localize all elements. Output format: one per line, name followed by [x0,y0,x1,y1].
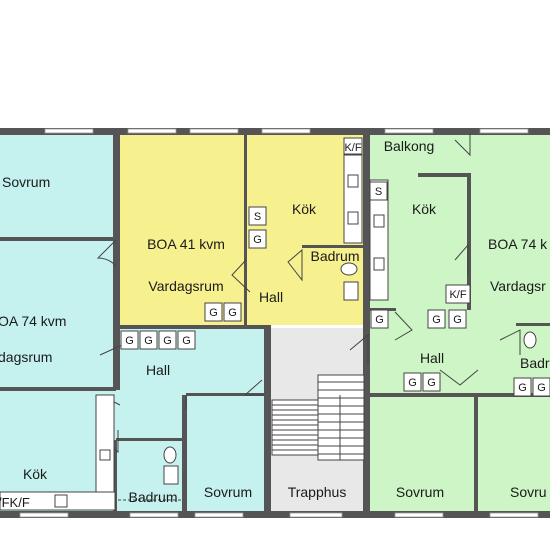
storage-g: G [513,377,532,397]
svg-text:G: G [518,382,527,394]
svg-text:G: G [432,314,441,326]
storage-g: G [120,330,139,350]
svg-text:G: G [408,377,417,389]
svg-text:G: G [125,335,134,347]
apartment-right [366,133,550,513]
label-vardagsrum-right: Vardagsr [490,278,546,294]
label-sovrum-right-1: Sovrum [396,484,444,500]
storage-g: G [177,330,196,350]
room-fill-sovrum-top-left [0,133,116,240]
storage-g: G [403,372,422,392]
room-fill-vardagsrum-right [460,133,550,323]
storage-g: G [422,372,441,392]
svg-text:G: G [537,382,546,394]
storage-g: G [139,330,158,350]
room-fill-sovrum-right-1 [370,395,476,513]
apartment-middle [120,133,366,325]
room-fill-sovrum-right-2 [476,395,550,513]
svg-text:G: G [163,335,172,347]
svg-text:S: S [254,211,261,223]
storage-g: G [223,302,242,322]
label-hall-right: Hall [420,350,444,366]
svg-text:S: S [375,186,382,198]
room-fill-sovrum-left-bottom [186,395,268,513]
label-boa-right: BOA 74 k [488,236,548,252]
label-balkong: Balkong [384,138,435,154]
label-kok-right: Kök [412,201,437,217]
label-hall-left: Hall [146,362,170,378]
label-hall-middle: Hall [259,289,283,305]
label-boa-middle: BOA 41 kvm [147,236,225,252]
svg-text:G: G [209,307,218,319]
label-kok-left: Kök [23,466,48,482]
label-badrum-right: Badr [520,355,550,371]
room-fill-vardagsrum-middle [120,133,246,325]
label-kf-middle: K/F [344,142,361,154]
svg-text:G: G [253,234,262,246]
storage-s: S [248,206,267,226]
label-trapphus: Trapphus [288,484,347,500]
svg-text:G: G [453,314,462,326]
label-sovrum-left-bottom: Sovrum [204,484,252,500]
label-sovrum-right-2: Sovru [510,484,547,500]
windows [19,128,539,518]
svg-text:G: G [375,314,384,326]
label-kfk-left: /FK/F [0,495,30,510]
label-vardagsrum-middle: Vardagsrum [148,278,223,294]
room-fill-balkong [370,133,460,175]
label-vardagsrum-left: dagsrum [0,349,52,365]
storage-g: G [532,377,550,397]
label-badrum-middle: Badrum [310,248,359,264]
storage-g: G [427,309,446,329]
room-fill-vardagsrum-left [0,240,116,390]
label-kok-middle: Kök [292,201,317,217]
svg-text:G: G [144,335,153,347]
room-labels: Sovrum OA 74 kvm dagsrum Hall Kök /FK/F … [0,138,550,510]
storage-boxes: G G G G G G S G S G G G G G G G [120,137,550,397]
storage-g: G [158,330,177,350]
label-sovrum-top-left: Sovrum [2,174,50,190]
fixtures [0,153,537,511]
storage-g: G [248,229,267,249]
svg-text:G: G [228,307,237,319]
label-boa-left: OA 74 kvm [0,313,66,329]
svg-text:G: G [182,335,191,347]
label-badrum-left: Badrum [128,489,177,505]
label-kf-right: K/F [449,289,466,301]
storage-g: G [204,302,223,322]
storage-g: G [448,309,467,329]
storage-g: G [370,309,389,329]
svg-text:G: G [427,377,436,389]
storage-s: S [369,181,388,201]
